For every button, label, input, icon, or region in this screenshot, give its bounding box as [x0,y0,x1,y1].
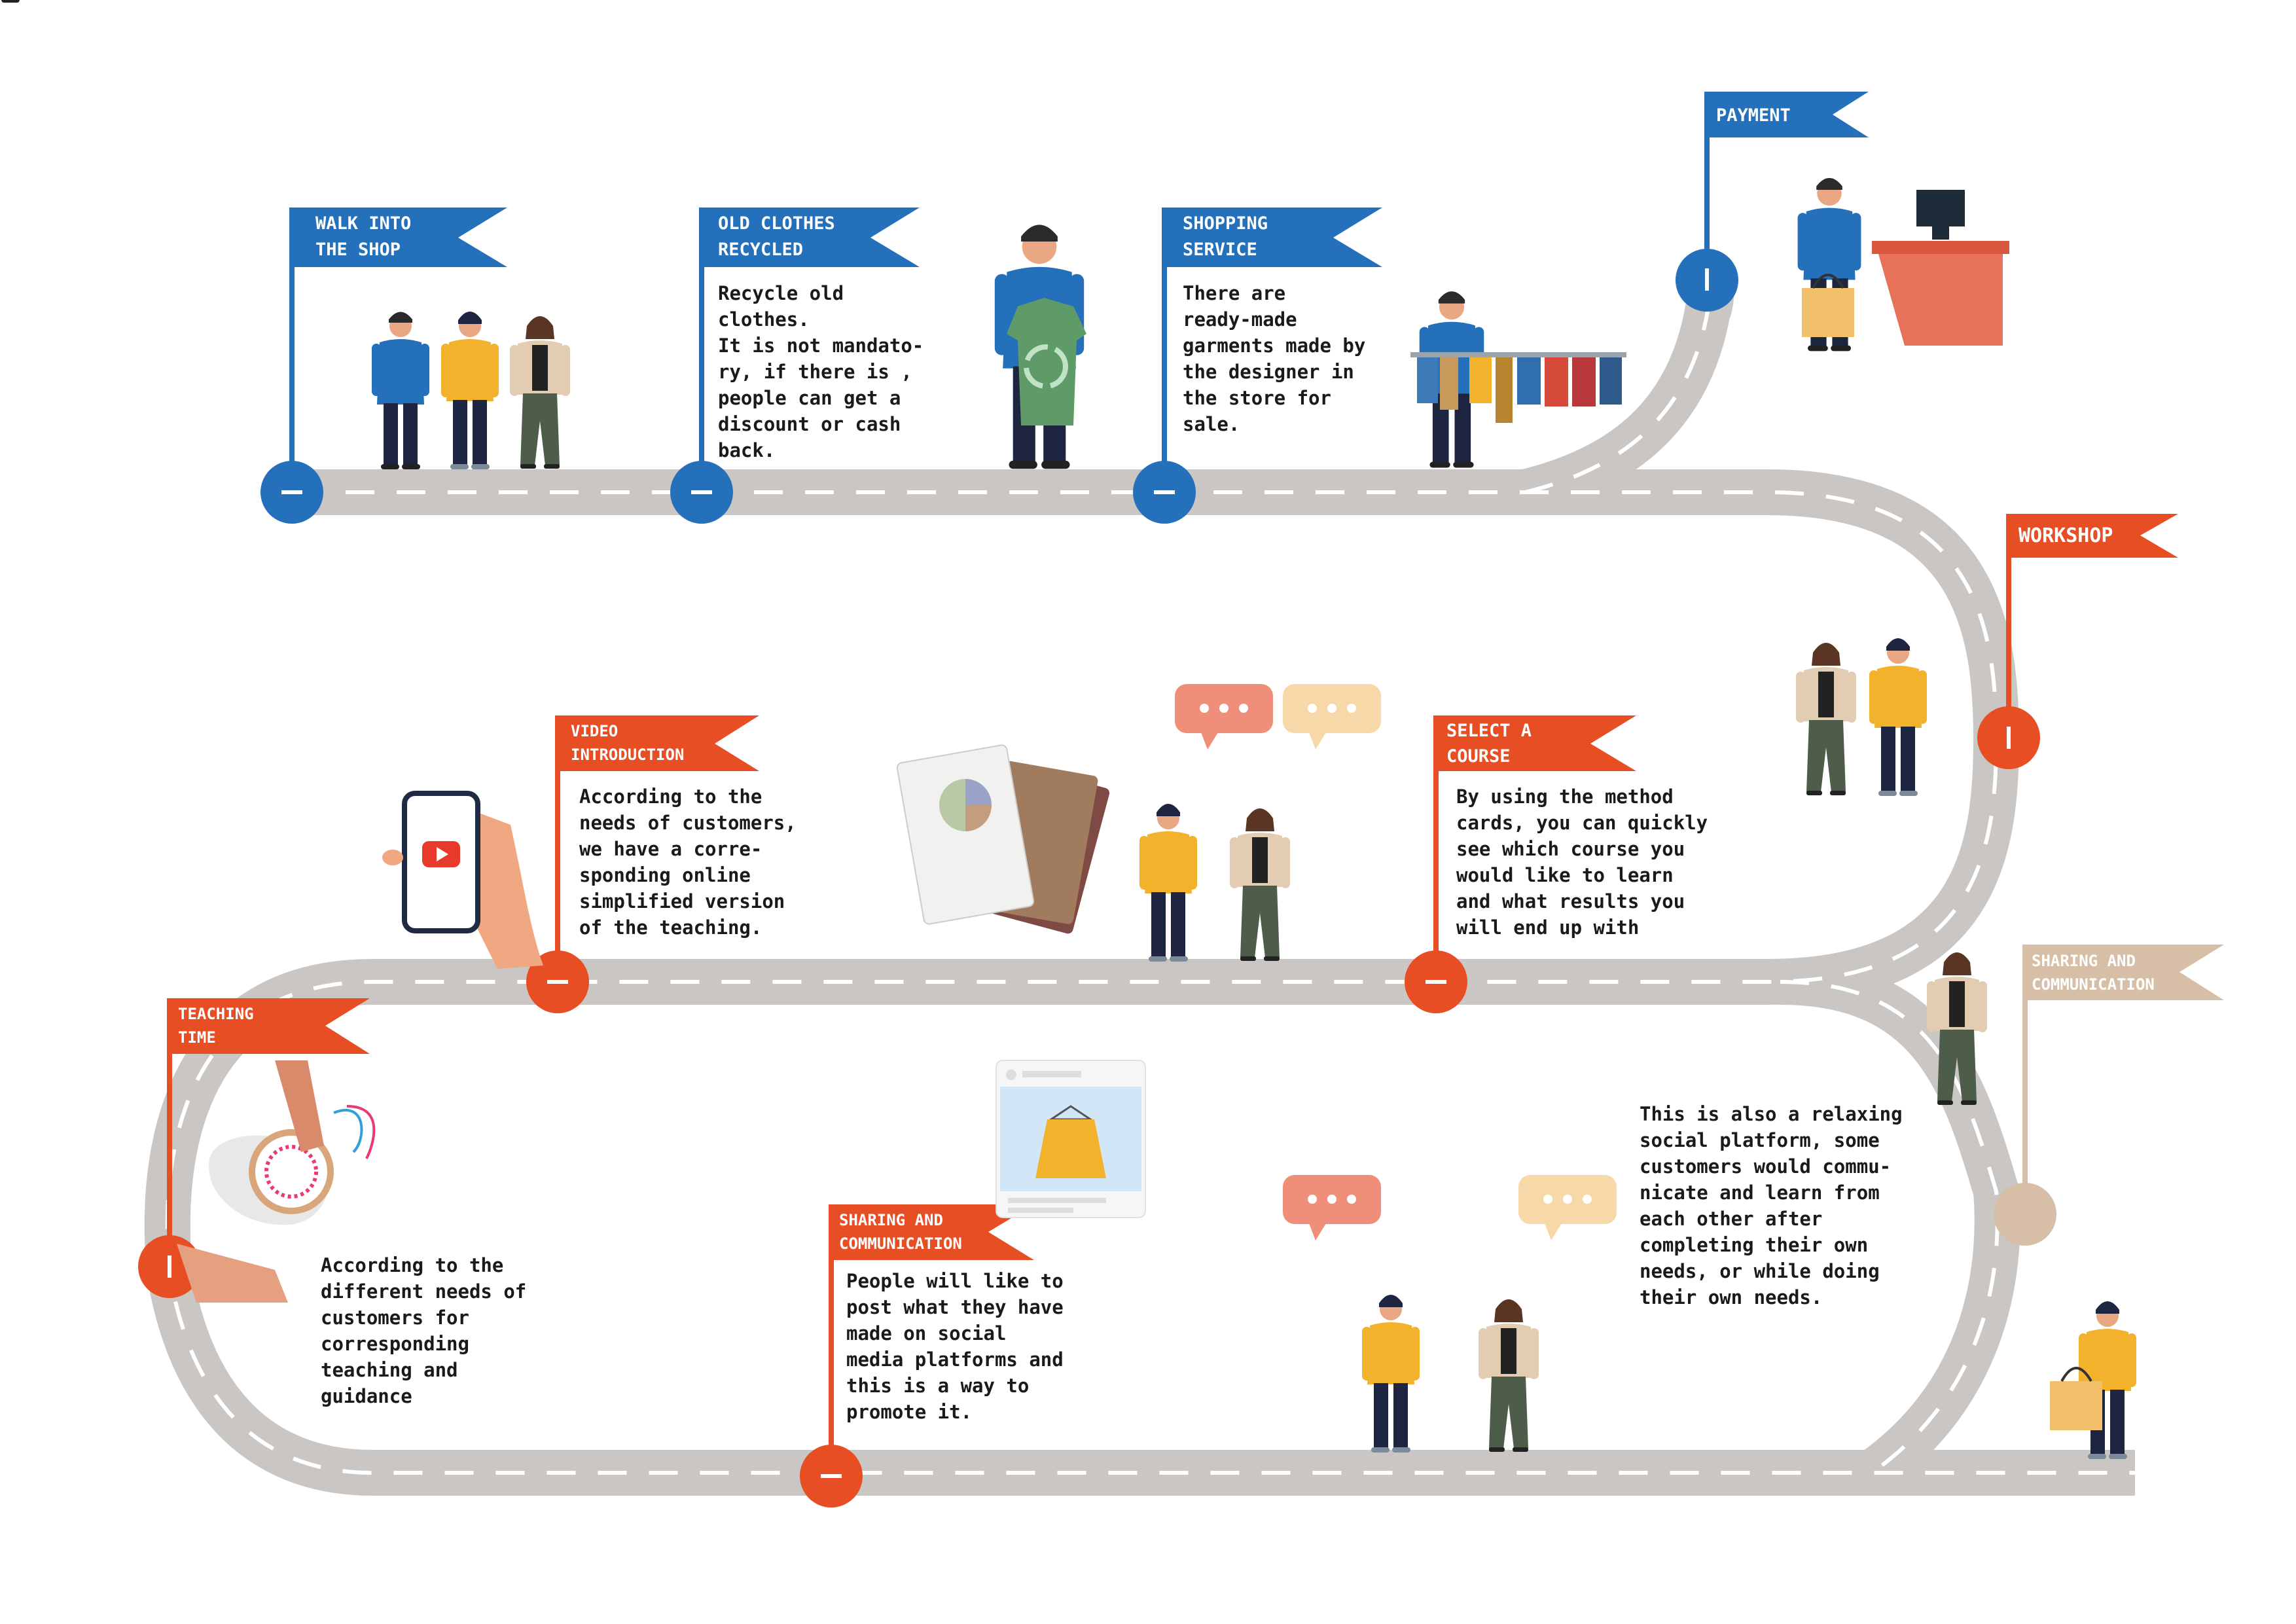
flag-title-line: SHARING AND [2032,952,2136,970]
method-cards-illustration [896,744,1110,934]
embroidery-illustration [177,1060,376,1303]
flag-title-line: SHOPPING [1183,213,1268,234]
flag-walk-into-the-shop: WALK INTO THE SHOP [289,208,507,492]
recycle-man-illustration [0,0,1086,469]
node-sharing-bottom [800,1445,863,1507]
people-chat-lower [1283,1175,1617,1453]
flag-title-line: TEACHING [178,1005,254,1023]
flag-title-line: TIME [178,1028,216,1047]
flag-title-line: SELECT A [1446,721,1532,741]
flag-select-a-course: SELECT A COURSE [1433,715,1636,982]
flag-title-line: THE SHOP [315,240,401,260]
play-button-icon [422,841,460,867]
speech-bubble-icon [1175,684,1273,749]
social-post-card [996,1060,1146,1218]
speech-bubble-icon [1283,1175,1381,1240]
step-description-recycle: Recycle old clothes. It is not mandato- … [718,282,924,461]
node-recycle [670,461,733,524]
cash-register-icon [1916,190,1965,240]
flag-title-line: RECYCLED [718,240,803,260]
flag-title-line: OLD CLOTHES [718,213,835,234]
people-chat-upper [1139,684,1381,962]
shopping-bag-icon [2050,1367,2102,1430]
flag-sharing-communication-right: SHARING AND COMMUNICATION [2022,945,2224,1216]
node-payment [1676,249,1738,312]
phone-video-illustration [382,791,543,969]
flags: WALK INTO THE SHOP OLD CLOTHES RECYCLED … [138,92,2224,1507]
flag-payment: PAYMENT [1704,92,1869,278]
people-walk-in [372,312,570,469]
flag-shopping-service: SHOPPING SERVICE [1162,208,1382,492]
node-shopping [1133,461,1196,524]
node-sharing-right [1994,1183,2056,1246]
exiting-customer [2050,1301,2136,1459]
people-workshop [1796,638,1927,796]
flag-title-line: WALK INTO [315,213,411,234]
road [144,264,2135,1496]
shopping-bag-icon [1802,274,1854,337]
flag-title-line: SHARING AND [839,1211,943,1229]
step-description-teaching: According to the different needs of cust… [321,1254,527,1407]
flag-sharing-communication-bottom: SHARING AND COMMUNICATION [829,1204,1034,1473]
flag-title-line: PAYMENT [1716,105,1791,126]
step-description-shopping: There are ready-made garments made by th… [1183,282,1366,435]
flag-workshop: WORKSHOP [2006,514,2178,736]
flag-video-introduction: VIDEO INTRODUCTION [555,715,759,982]
flag-teaching-time: TEACHING TIME [167,998,370,1267]
flag-title-line: COMMUNICATION [839,1235,962,1253]
flag-title-line: COURSE [1446,746,1511,767]
step-description-sharing-bottom: People will like to post what they have … [846,1270,1064,1423]
flag-old-clothes-recycled: OLD CLOTHES RECYCLED [699,208,920,492]
flag-title-line: COMMUNICATION [2032,975,2155,994]
flag-title-line: WORKSHOP [2018,524,2113,547]
node-walk [260,461,323,524]
flag-title-line: INTRODUCTION [571,746,684,764]
payment-illustration [1797,177,2009,352]
step-description-sharing-right: This is also a relaxing social platform,… [1640,1103,1903,1308]
speech-bubble-icon [1283,684,1381,749]
node-video [526,950,589,1013]
step-description-select-course: By using the method cards, you can quick… [1456,785,1708,939]
flag-title-line: SERVICE [1183,240,1257,260]
speech-bubble-icon [1518,1175,1617,1240]
node-workshop [1977,706,2040,769]
step-description-video: According to the needs of customers, we … [579,785,797,939]
clothes-rack-illustration [1410,291,1626,468]
flag-title-line: VIDEO [571,722,618,740]
node-select [1405,950,1467,1013]
recycle-icon [1024,344,1068,389]
